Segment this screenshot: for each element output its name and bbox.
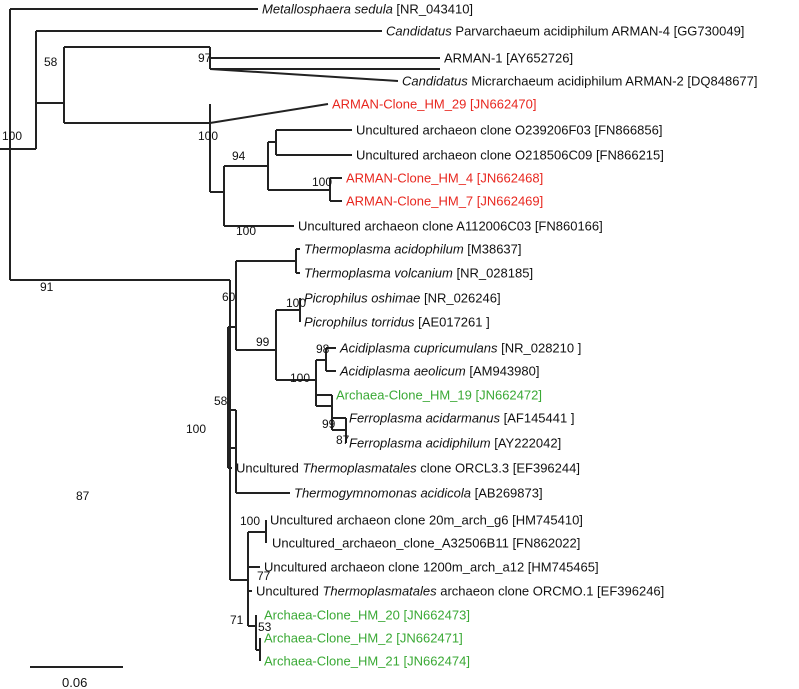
bootstrap-value: 100 bbox=[290, 371, 310, 385]
bootstrap-value: 91 bbox=[40, 280, 54, 294]
leaf-label-f-acid: Ferroplasma acidarmanus [AF145441 ] bbox=[349, 411, 574, 426]
bootstrap-value: 87 bbox=[336, 433, 350, 447]
leaf-label-f-acidi: Ferroplasma acidiphilum [AY222042] bbox=[349, 436, 561, 451]
tree-branches bbox=[0, 8, 440, 661]
bootstrap-value: 97 bbox=[198, 51, 212, 65]
bootstrap-value: 58 bbox=[214, 394, 228, 408]
leaf-label-arman4: Candidatus Parvarchaeum acidiphilum ARMA… bbox=[386, 24, 744, 39]
bootstrap-value: 100 bbox=[186, 422, 206, 436]
leaf-label-t-volc: Thermoplasma volcanium [NR_028185] bbox=[304, 266, 533, 281]
leaf-label-20m: Uncultured archaeon clone 20m_arch_g6 [H… bbox=[270, 513, 583, 528]
leaf-label-p-osh: Picrophilus oshimae [NR_026246] bbox=[304, 291, 501, 306]
bootstrap-value: 87 bbox=[76, 489, 90, 503]
leaf-label-arman1: ARMAN-1 [AY652726] bbox=[444, 51, 573, 66]
leaf-label-thermogym: Thermogymnomonas acidicola [AB269873] bbox=[294, 486, 543, 501]
bootstrap-value: 60 bbox=[222, 290, 236, 304]
bootstrap-value: 71 bbox=[230, 613, 244, 627]
leaf-label-hm20: Archaea-Clone_HM_20 [JN662473] bbox=[264, 608, 470, 623]
bootstrap-value: 99 bbox=[256, 335, 270, 349]
leaf-label-a112006: Uncultured archaeon clone A112006C03 [FN… bbox=[298, 219, 603, 234]
leaf-label-hm2: Archaea-Clone_HM_2 [JN662471] bbox=[264, 631, 463, 646]
bootstrap-value: 100 bbox=[286, 296, 306, 310]
bootstrap-value: 99 bbox=[322, 417, 336, 431]
scale-bar: 0.06 bbox=[30, 666, 123, 689]
bootstrap-value: 77 bbox=[257, 569, 271, 583]
leaf-label-ormco1: Uncultured Thermoplasmatales archaeon cl… bbox=[256, 584, 664, 599]
leaf-label-o218506: Uncultured archaeon clone O218506C09 [FN… bbox=[356, 148, 664, 163]
leaf-label-t-acido: Thermoplasma acidophilum [M38637] bbox=[304, 242, 522, 257]
leaf-label-a-aeo: Acidiplasma aeolicum [AM943980] bbox=[339, 364, 539, 379]
bootstrap-value: 100 bbox=[198, 129, 218, 143]
bootstrap-value: 100 bbox=[240, 514, 260, 528]
bootstrap-value: 98 bbox=[316, 342, 330, 356]
bootstrap-value: 100 bbox=[236, 224, 256, 238]
scale-bar-label: 0.06 bbox=[62, 675, 87, 689]
bootstrap-value: 100 bbox=[312, 175, 332, 189]
bootstrap-value: 58 bbox=[44, 55, 58, 69]
bootstrap-value: 94 bbox=[232, 149, 246, 163]
leaf-label-hm7: ARMAN-Clone_HM_7 [JN662469] bbox=[346, 194, 543, 209]
leaf-label-hm4: ARMAN-Clone_HM_4 [JN662468] bbox=[346, 171, 543, 186]
leaf-label-hm19: Archaea-Clone_HM_19 [JN662472] bbox=[336, 388, 542, 403]
leaf-label-hm29: ARMAN-Clone_HM_29 [JN662470] bbox=[332, 97, 536, 112]
leaf-label-1200m: Uncultured archaeon clone 1200m_arch_a12… bbox=[264, 560, 599, 575]
leaf-label-metallosphaera: Metallosphaera sedula [NR_043410] bbox=[262, 2, 473, 17]
leaf-label-arman2: Candidatus Micrarchaeum acidiphilum ARMA… bbox=[402, 74, 758, 89]
leaf-label-a-cup: Acidiplasma cupricumulans [NR_028210 ] bbox=[339, 341, 581, 356]
bootstrap-value: 53 bbox=[258, 620, 272, 634]
leaf-labels: Metallosphaera sedula [NR_043410] Candida… bbox=[236, 2, 758, 669]
branch bbox=[209, 103, 329, 124]
leaf-label-p-tor: Picrophilus torridus [AE017261 ] bbox=[304, 315, 490, 330]
leaf-label-o239206: Uncultured archaeon clone O239206F03 [FN… bbox=[356, 123, 662, 138]
branch bbox=[209, 68, 399, 82]
leaf-label-orcl33: Uncultured Thermoplasmatales clone ORCL3… bbox=[236, 461, 580, 476]
leaf-label-hm21: Archaea-Clone_HM_21 [JN662474] bbox=[264, 654, 470, 669]
bootstrap-value: 100 bbox=[2, 129, 22, 143]
leaf-label-a32506: Uncultured_archaeon_clone_A32506B11 [FN8… bbox=[272, 536, 580, 551]
